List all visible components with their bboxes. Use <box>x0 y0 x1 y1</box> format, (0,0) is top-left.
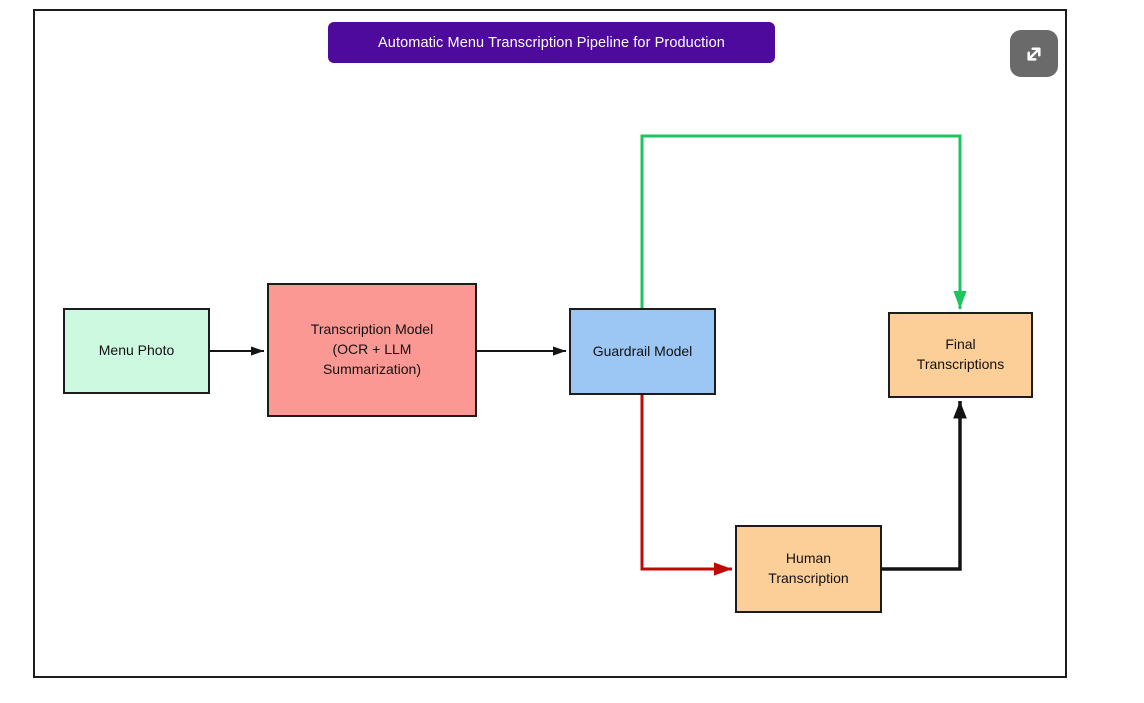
fullscreen-expand-button[interactable] <box>1010 30 1058 77</box>
node-transcription-model-label: Transcription Model (OCR + LLM Summariza… <box>310 321 434 377</box>
diagram-title: Automatic Menu Transcription Pipeline fo… <box>378 34 725 51</box>
node-final-transcriptions: Final Transcriptions <box>888 312 1033 398</box>
node-transcription-model: Transcription Model (OCR + LLM Summariza… <box>267 283 477 417</box>
diagram-title-banner: Automatic Menu Transcription Pipeline fo… <box>328 22 775 63</box>
node-human-transcription-label: Human Transcription <box>768 550 849 586</box>
expand-diagonal-arrows-icon <box>1027 46 1041 61</box>
node-guardrail-model: Guardrail Model <box>569 308 716 395</box>
node-menu-photo: Menu Photo <box>63 308 210 394</box>
node-final-transcriptions-label: Final Transcriptions <box>916 336 1005 372</box>
node-menu-photo-label: Menu Photo <box>98 342 175 359</box>
node-human-transcription: Human Transcription <box>735 525 882 613</box>
node-guardrail-model-label: Guardrail Model <box>592 342 693 359</box>
